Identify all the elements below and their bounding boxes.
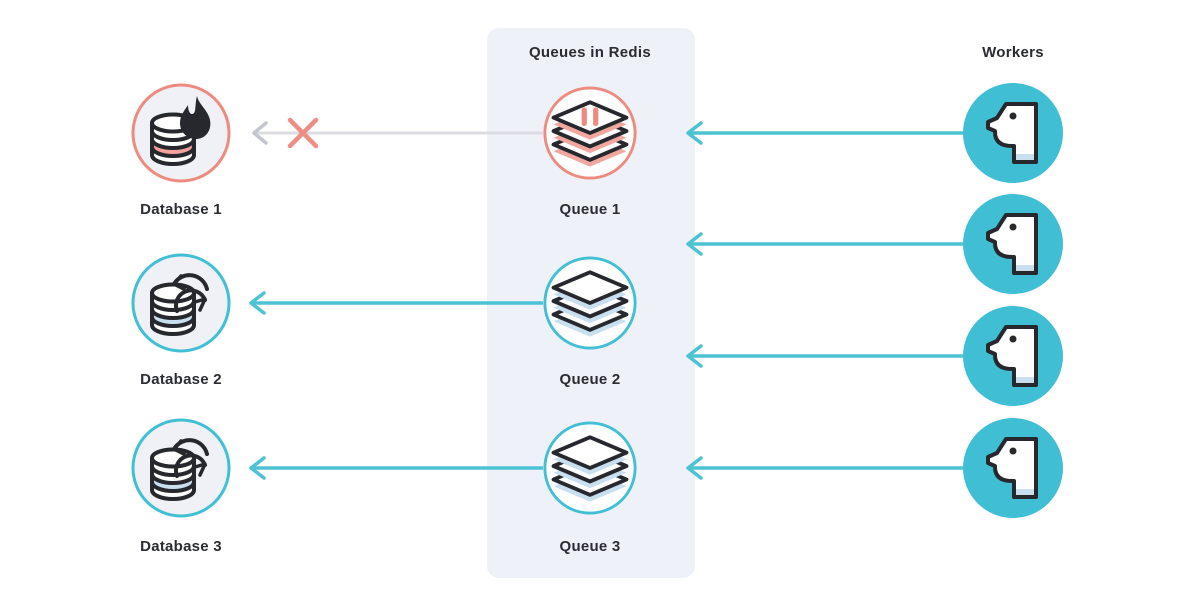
worker3-node xyxy=(963,306,1063,406)
worker4-node xyxy=(963,418,1063,518)
eye-icon xyxy=(1009,335,1017,343)
database-fire-icon xyxy=(131,83,231,183)
eye-icon xyxy=(1009,223,1017,231)
layer-stack-icon xyxy=(551,100,629,167)
queues-header: Queues in Redis xyxy=(528,44,652,61)
arrow-worker1-queues xyxy=(686,121,963,145)
database-sync-icon xyxy=(131,253,231,353)
arrowhead-teal-icon xyxy=(686,121,703,145)
worker2-node xyxy=(963,194,1063,294)
database1-node xyxy=(131,83,231,183)
worker-face-icon xyxy=(963,83,1063,183)
x-icon xyxy=(287,117,319,149)
queue1-label: Queue 1 xyxy=(559,201,621,218)
queue3-label: Queue 3 xyxy=(559,538,621,555)
queue-stack-paused-icon xyxy=(543,86,637,180)
arrow-worker4-queues xyxy=(686,456,963,480)
arrowhead-teal-icon xyxy=(249,456,266,480)
database-sync-icon xyxy=(131,418,231,518)
arrowhead-teal-icon xyxy=(686,344,703,368)
database2-label: Database 2 xyxy=(140,371,222,388)
layer-stack-icon xyxy=(551,435,629,502)
database1-label: Database 1 xyxy=(140,201,222,218)
arrow-queue1-db1 xyxy=(252,117,543,149)
queue2-node xyxy=(542,255,638,351)
arrow-queue2-db2 xyxy=(249,291,543,315)
workers-header: Workers xyxy=(982,44,1044,61)
worker-face-icon xyxy=(963,306,1063,406)
arrow-queue3-db3 xyxy=(249,456,543,480)
fire-icon xyxy=(180,96,211,139)
arrowhead-teal-icon xyxy=(686,232,703,256)
eye-icon xyxy=(1009,447,1017,455)
worker1-node xyxy=(963,83,1063,183)
sync-arrows-icon xyxy=(172,438,209,478)
worker-face-icon xyxy=(963,418,1063,518)
sync-arrows-icon xyxy=(172,273,209,313)
queue-stack-icon xyxy=(543,421,637,515)
pause-icon xyxy=(581,107,599,127)
queue-stack-icon xyxy=(543,256,637,350)
arrow-worker2-queues xyxy=(686,232,963,256)
database3-node xyxy=(131,418,231,518)
arrowhead-teal-icon xyxy=(249,291,266,315)
arrowhead-teal-icon xyxy=(686,456,703,480)
arrow-worker3-queues xyxy=(686,344,963,368)
queue2-label: Queue 2 xyxy=(559,371,621,388)
database2-node xyxy=(131,253,231,353)
worker-face-icon xyxy=(963,194,1063,294)
layer-stack-icon xyxy=(551,270,629,337)
database3-label: Database 3 xyxy=(140,538,222,555)
queue3-node xyxy=(542,420,638,516)
eye-icon xyxy=(1009,112,1017,120)
queue1-node xyxy=(542,85,638,181)
arrowhead-gray-icon xyxy=(252,121,268,145)
